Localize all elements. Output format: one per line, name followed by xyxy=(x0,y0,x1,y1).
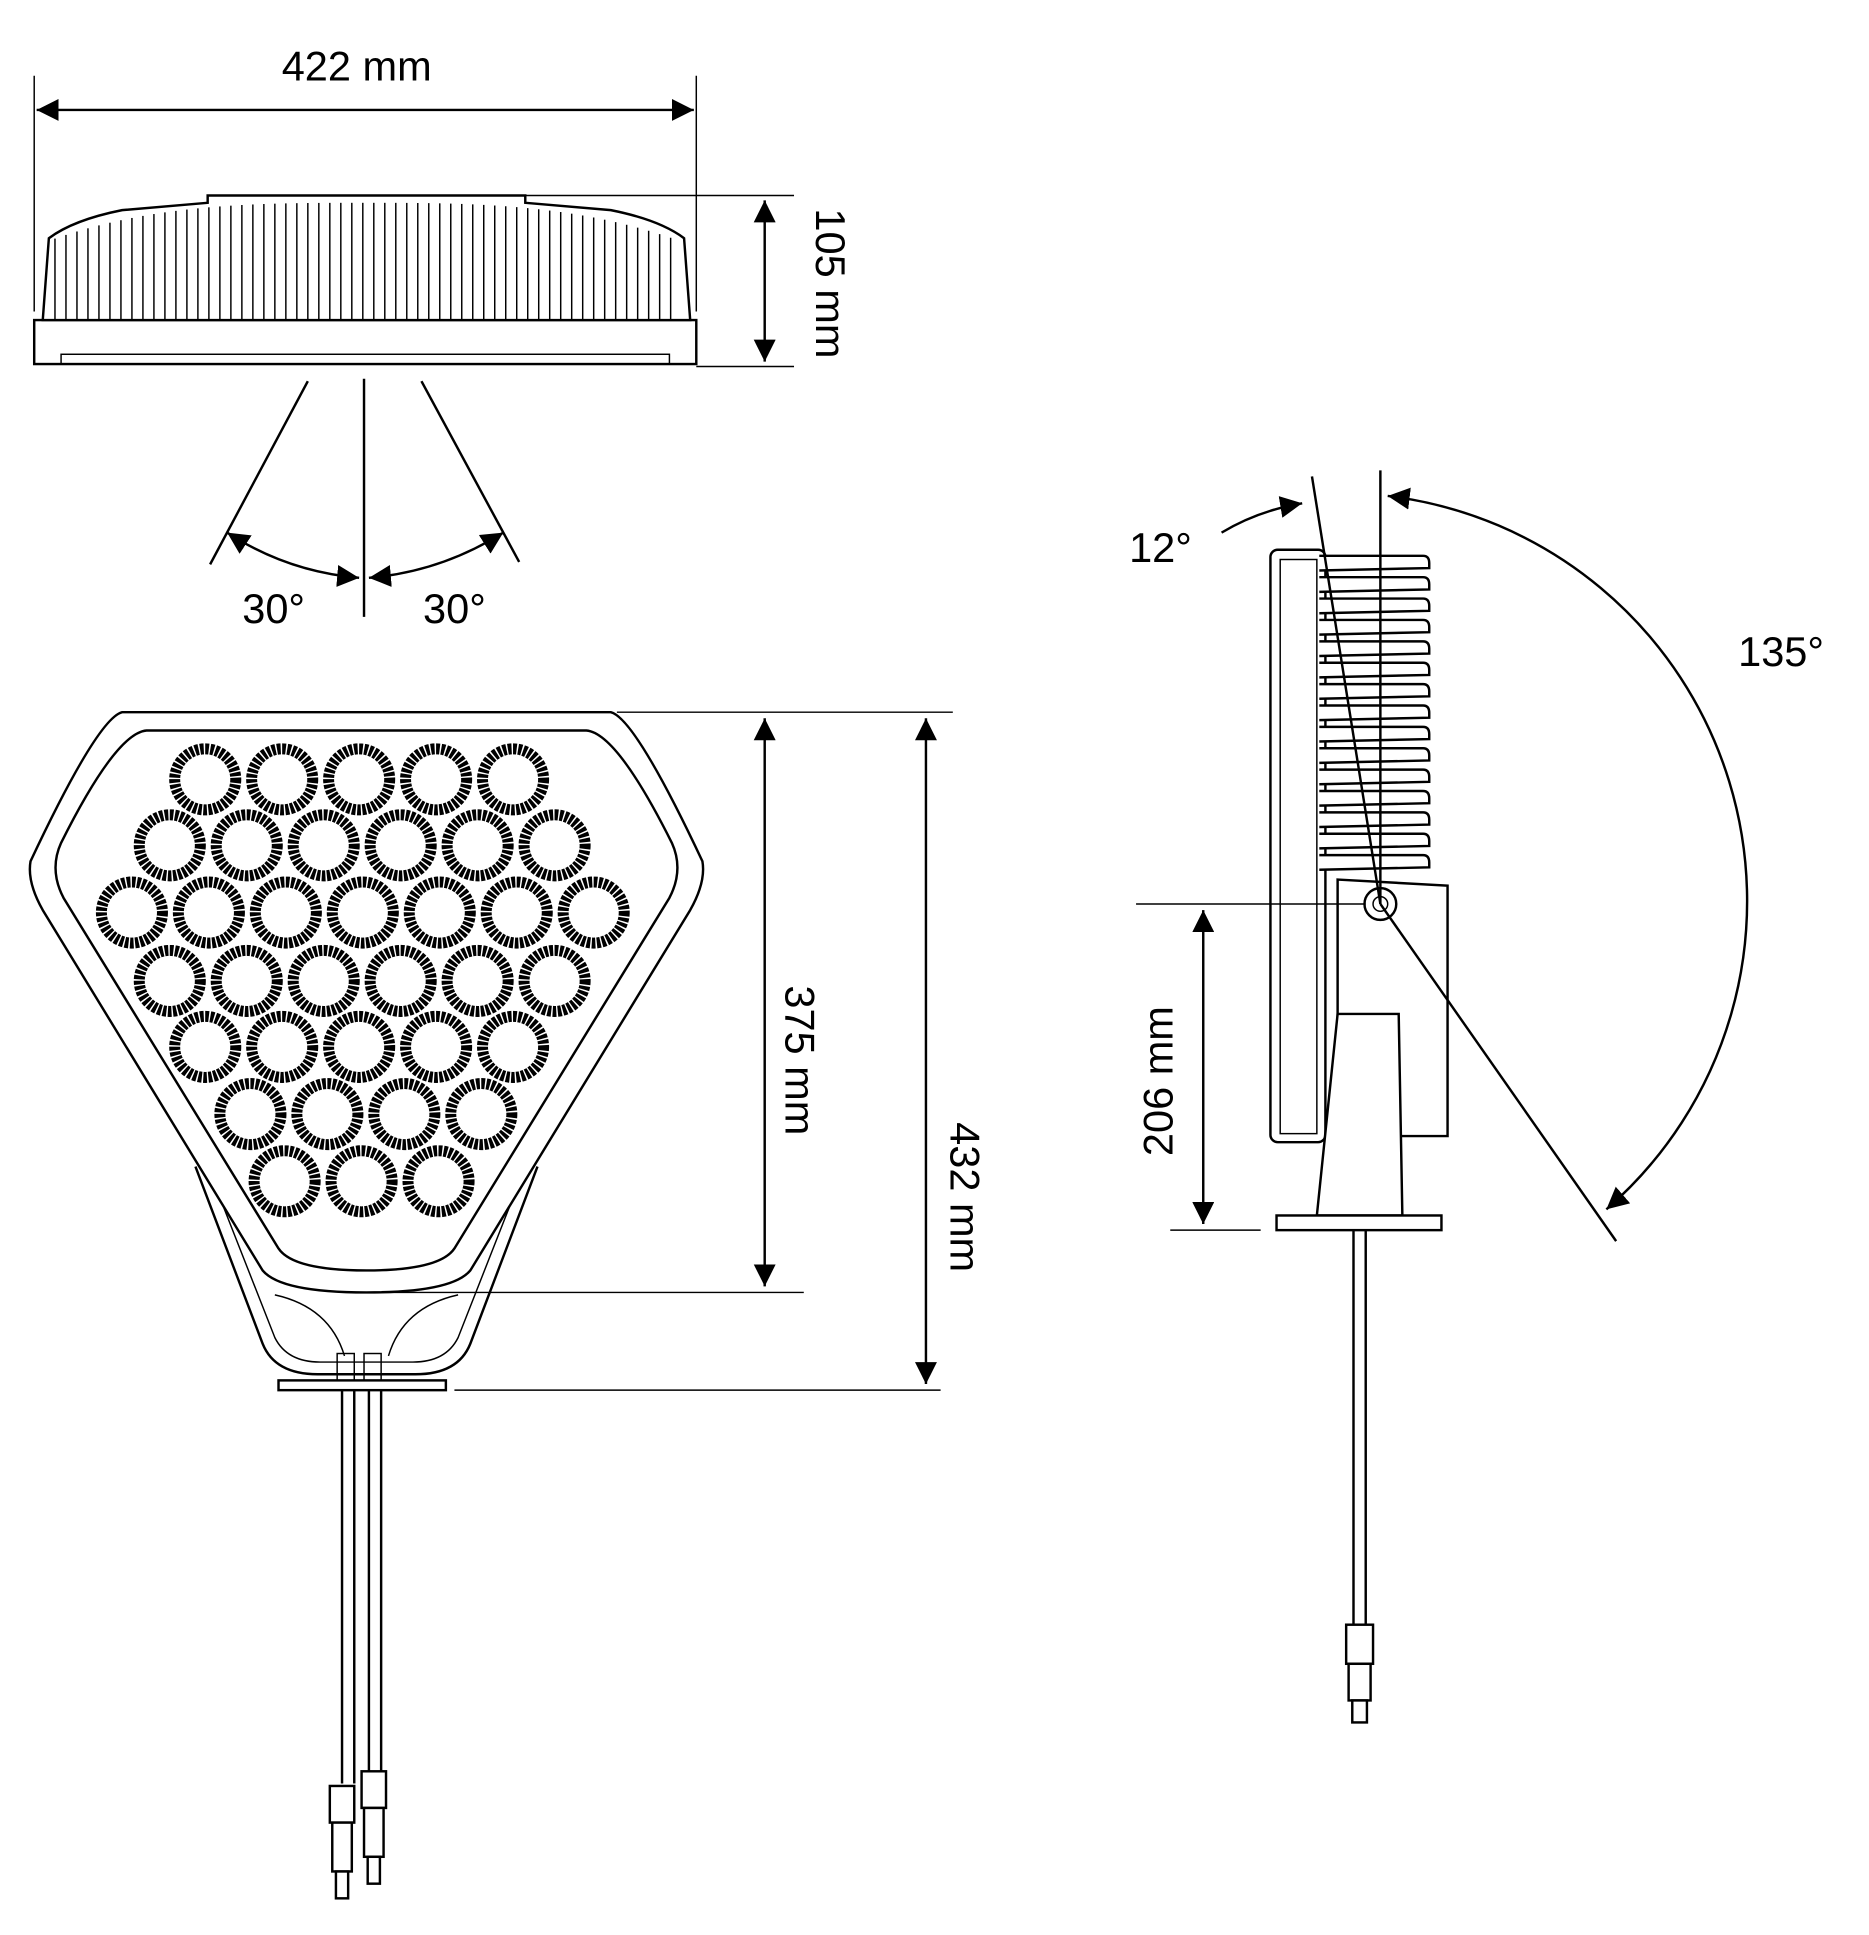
rotation-arc xyxy=(1387,487,1749,1211)
width-label: 422 mm xyxy=(282,43,432,90)
beam-edge-left xyxy=(209,380,309,565)
led-lens xyxy=(210,809,283,882)
beam-right-label: 30° xyxy=(423,585,486,632)
led-lens xyxy=(248,1145,321,1218)
mount-height-label: 206 mm xyxy=(1135,1006,1182,1156)
led-lens xyxy=(364,944,437,1017)
led-lens xyxy=(210,944,283,1017)
led-lens xyxy=(246,743,319,816)
side-fin xyxy=(1319,725,1431,743)
led-lens xyxy=(95,876,168,949)
led-lens xyxy=(477,743,550,816)
led-lens xyxy=(133,944,206,1017)
beam-angle-arc-left xyxy=(226,531,360,587)
led-lens xyxy=(368,1078,441,1151)
led-lens xyxy=(246,1010,319,1083)
led-lens xyxy=(249,876,322,949)
led-lens xyxy=(441,809,514,882)
led-lens xyxy=(400,1010,473,1083)
cable-connector-left xyxy=(328,1784,356,1900)
side-fin xyxy=(1319,597,1431,615)
heatsink-profile xyxy=(32,194,698,366)
top-view: 422 mm 105 mm 30° 30° xyxy=(32,43,854,632)
mount-base-plate xyxy=(1275,1214,1443,1232)
tilt-label: 12° xyxy=(1129,524,1192,571)
side-fin xyxy=(1319,640,1431,658)
side-fin xyxy=(1319,768,1431,786)
side-fin xyxy=(1319,747,1431,765)
led-lens xyxy=(214,1078,287,1151)
led-lens xyxy=(287,809,360,882)
side-fin xyxy=(1319,811,1431,829)
led-lens xyxy=(557,876,630,949)
led-lens xyxy=(323,1010,396,1083)
beam-left-label: 30° xyxy=(242,585,305,632)
beam-edge-right xyxy=(420,380,521,563)
led-lens xyxy=(169,743,242,816)
beam-angle-arc-right xyxy=(368,531,504,587)
led-lens xyxy=(326,876,399,949)
side-fins xyxy=(1319,554,1431,871)
cables xyxy=(340,1390,383,1784)
tilt-line xyxy=(1310,476,1382,905)
mount-stem xyxy=(1315,1012,1404,1217)
led-lens xyxy=(291,1078,364,1151)
side-fin xyxy=(1319,575,1431,594)
side-fin xyxy=(1319,789,1431,807)
led-array xyxy=(95,743,630,1218)
total-height-label: 432 mm xyxy=(941,1122,988,1272)
housing-base xyxy=(32,318,698,366)
cable-connector-right xyxy=(360,1770,388,1885)
led-lens xyxy=(323,743,396,816)
led-lens xyxy=(480,876,553,949)
led-lens xyxy=(172,876,245,949)
side-fin xyxy=(1319,661,1431,679)
front-view: 375 mm 432 mm xyxy=(28,710,988,1900)
led-lens xyxy=(364,809,437,882)
led-lens xyxy=(518,809,591,882)
rotation-label: 135° xyxy=(1738,628,1824,675)
mounting-bracket xyxy=(194,1166,539,1376)
led-lens xyxy=(287,944,360,1017)
led-lens xyxy=(400,743,473,816)
side-fin xyxy=(1319,682,1431,700)
led-lens xyxy=(133,809,206,882)
led-lens xyxy=(518,944,591,1017)
led-lens xyxy=(402,1145,475,1218)
lens-frame xyxy=(54,729,679,1272)
tilt-arrow xyxy=(1220,496,1303,534)
led-lens xyxy=(445,1078,518,1151)
inner-height-label: 375 mm xyxy=(776,985,823,1135)
side-fin xyxy=(1319,704,1431,722)
side-fin xyxy=(1319,554,1431,572)
led-lens xyxy=(441,944,514,1017)
mounting-plate xyxy=(277,1379,448,1392)
side-view: 12° 135° 206 mm xyxy=(1129,470,1824,1724)
side-fin xyxy=(1319,832,1431,850)
led-lens xyxy=(477,1010,550,1083)
height-label: 105 mm xyxy=(807,208,854,358)
side-cable xyxy=(1352,1230,1367,1625)
side-cable-connector xyxy=(1344,1623,1375,1724)
led-lens xyxy=(169,1010,242,1083)
led-lens xyxy=(403,876,476,949)
led-lens xyxy=(325,1145,398,1218)
